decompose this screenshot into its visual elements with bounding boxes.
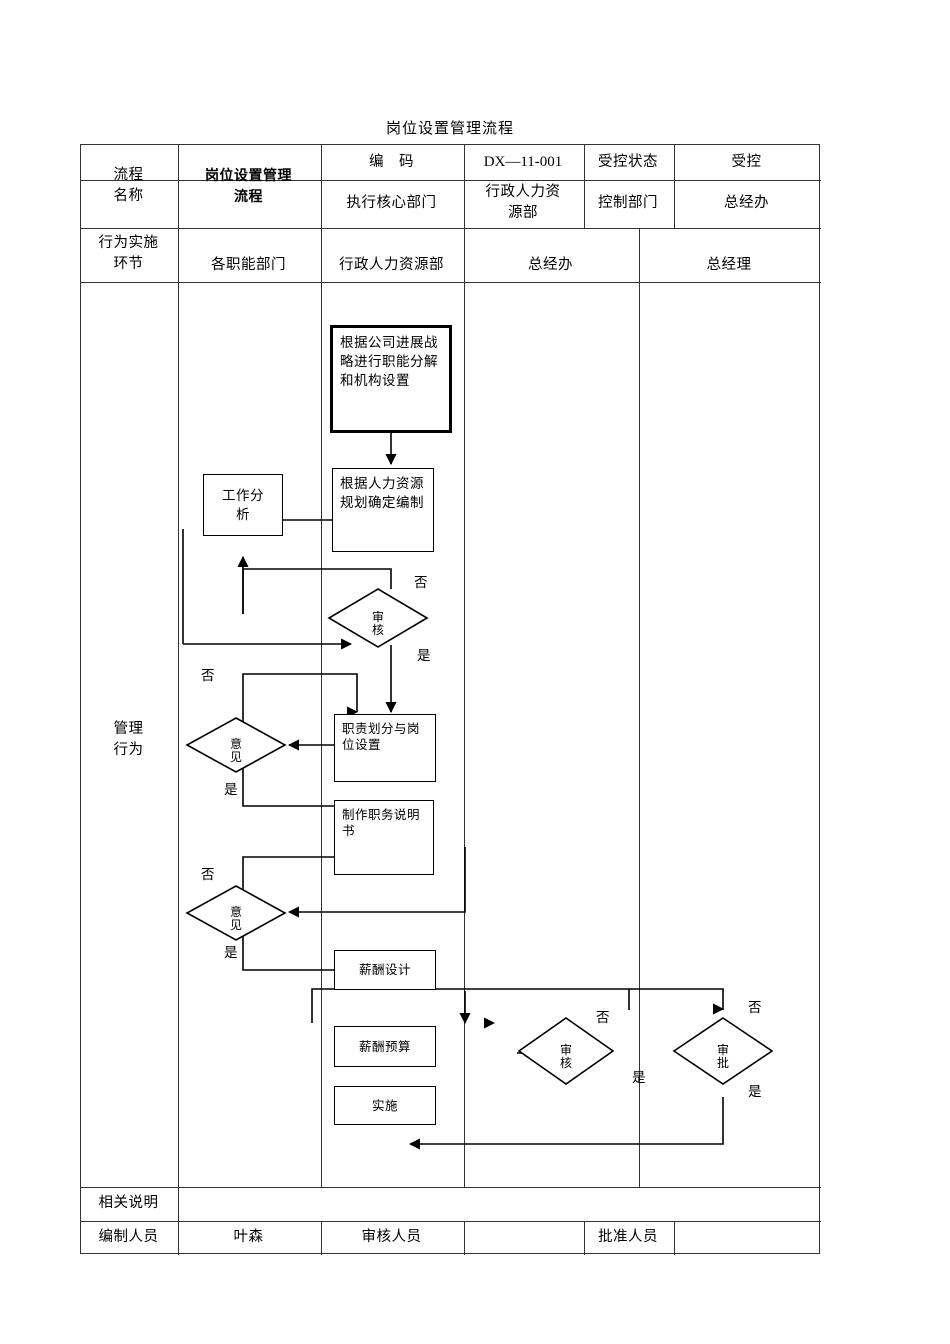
flow-node-opinion2-label: 意见 — [221, 906, 251, 932]
header-code-label: 编 码 — [369, 153, 414, 170]
exec-dept-line-2: 源部 — [508, 205, 538, 221]
swimlane-header-functional-depts: 各职能部门 — [211, 256, 286, 273]
branch-label-opinion2-yes: 是 — [224, 945, 238, 960]
footer-author-value: 叶森 — [233, 1229, 264, 1245]
branch-label-approve-no: 否 — [748, 1000, 762, 1015]
page-title: 岗位设置管理流程 — [385, 121, 514, 137]
footer-approver-label: 批准人员 — [598, 1229, 658, 1245]
header-exec-dept-value: 行政人力资 源部 — [463, 179, 583, 227]
footer-notes-label: 相关说明 — [98, 1195, 159, 1211]
exec-dept-line-1: 行政人力资 — [485, 184, 561, 200]
footer-reviewer-value — [463, 1220, 583, 1254]
review1-text: 审核 — [371, 610, 384, 637]
header-control-dept-value: 总经办 — [724, 195, 769, 211]
label-line-2: 名称 — [113, 187, 144, 204]
flow-node-plan-label: 根据人力资源规划确定编制 — [332, 468, 434, 552]
flow-node-duty-label: 职责划分与岗位设置 — [334, 714, 436, 782]
swimlane-header-general-manager: 总经理 — [706, 256, 752, 273]
flow-node-implement-box — [334, 1086, 436, 1125]
flow-node-salary-box — [334, 950, 436, 990]
implement-text: 实施 — [371, 1098, 398, 1113]
flow-node-duty-box — [334, 714, 436, 782]
flow-node-plan-box — [332, 468, 434, 552]
branch-label-review1-yes: 是 — [417, 648, 431, 663]
flow-node-approve-label: 审批 — [708, 1044, 738, 1070]
process-table — [80, 144, 821, 1255]
swimlane-stage-label: 行为实施 环节 — [80, 227, 177, 281]
header-exec-dept-label: 执行核心部门 — [346, 195, 437, 211]
header-process-name-label: 流程 名称 — [80, 144, 177, 227]
header-status-label: 受控状态 — [598, 153, 658, 170]
label-line-1: 流程 — [113, 166, 144, 183]
opinion1-text: 意见 — [229, 737, 242, 764]
budget-text: 薪酬预算 — [358, 1039, 411, 1054]
flow-node-start-label: 根据公司进展战略进行职能分解和机构设置 — [330, 325, 452, 433]
flow-node-budget-box — [334, 1026, 436, 1067]
stage-label-line-1: 行为实施 — [98, 235, 159, 251]
duty-text: 职责划分与岗位设置 — [342, 722, 421, 752]
header-process-name-value: 岗位设置管理 流程 — [177, 144, 320, 227]
footer-notes-value — [177, 1186, 820, 1220]
branch-label-opinion1-yes: 是 — [224, 782, 238, 797]
flow-node-opinion1-label: 意见 — [221, 738, 251, 764]
branch-label-approve-yes: 是 — [748, 1084, 762, 1099]
plan-text: 根据人力资源规划确定编制 — [340, 476, 424, 510]
body-row-label: 管理 行为 — [80, 710, 177, 770]
flow-node-budget-label: 薪酬预算 — [334, 1026, 436, 1067]
body-row-label-line-1: 管理 — [113, 721, 144, 737]
flow-node-job-analysis-box — [203, 474, 283, 536]
flow-node-salary-label: 薪酬设计 — [334, 950, 436, 990]
swimlane-header-gm-office: 总经办 — [528, 256, 573, 273]
branch-label-opinion1-no: 否 — [201, 668, 215, 683]
process-name-line-2: 流程 — [234, 187, 263, 204]
header-status-value: 受控 — [731, 153, 762, 170]
process-name-line-1: 岗位设置管理 — [205, 166, 292, 183]
footer-author-label: 编制人员 — [98, 1229, 159, 1245]
flow-node-jobdesc-label: 制作职务说明书 — [334, 800, 434, 875]
jobdesc-text: 制作职务说明书 — [342, 808, 421, 838]
start-text: 根据公司进展战略进行职能分解和机构设置 — [340, 335, 438, 388]
flow-node-jobdesc-box — [334, 800, 434, 875]
footer-reviewer-label: 审核人员 — [361, 1229, 422, 1245]
review2-text: 审核 — [559, 1043, 572, 1070]
job-analysis-text: 工作分析 — [222, 488, 264, 522]
header-control-dept-label: 控制部门 — [598, 195, 658, 211]
opinion2-text: 意见 — [229, 905, 242, 932]
branch-label-opinion2-no: 否 — [201, 867, 215, 882]
branch-label-review1-no: 否 — [414, 575, 428, 590]
swimlane-header-hr-dept: 行政人力资源部 — [339, 256, 444, 273]
flow-node-implement-label: 实施 — [334, 1086, 436, 1125]
header-code-value: DX—11-001 — [483, 153, 563, 170]
salary-text: 薪酬设计 — [358, 963, 411, 977]
stage-label-line-2: 环节 — [113, 256, 144, 272]
flow-node-start-box — [330, 325, 452, 433]
flow-node-job-analysis-label: 工作分析 — [203, 474, 283, 536]
footer-approver-value — [673, 1220, 820, 1254]
approve-text: 审批 — [716, 1043, 729, 1070]
flow-node-review2-label: 审核 — [551, 1044, 581, 1070]
branch-label-review2-no: 否 — [596, 1010, 610, 1025]
branch-label-review2-yes: 是 — [632, 1070, 646, 1085]
flow-node-review1-label: 审核 — [363, 611, 393, 637]
body-row-label-line-2: 行为 — [113, 742, 144, 758]
